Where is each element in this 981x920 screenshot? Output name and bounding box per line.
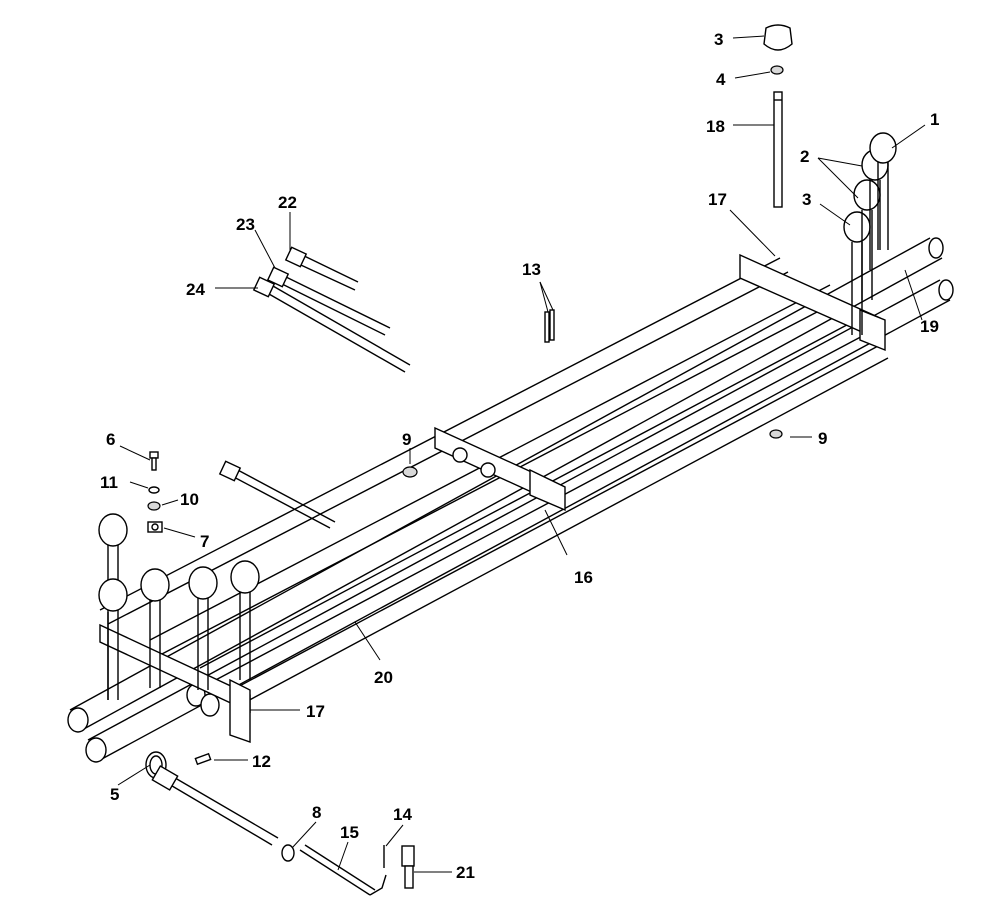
callout-18: 18 (706, 117, 725, 136)
callout-14: 14 (393, 805, 412, 824)
center-cross-bracket (434, 426, 566, 512)
callout-5: 5 (110, 785, 119, 804)
tube-ends (67, 237, 954, 763)
callout-15: 15 (340, 823, 359, 842)
rubber-cap-part (763, 24, 793, 51)
callout-17-top: 17 (708, 190, 727, 209)
callout-3-right: 3 (802, 190, 811, 209)
pin-part (194, 752, 212, 766)
callout-20: 20 (374, 668, 393, 687)
callout-8: 8 (312, 803, 321, 822)
callout-24: 24 (186, 280, 205, 299)
callout-22: 22 (278, 193, 297, 212)
nut-part (770, 65, 784, 75)
callout-7: 7 (200, 532, 209, 551)
callout-19: 19 (920, 317, 939, 336)
lock-washer-part (147, 501, 161, 511)
callout-17-bottom: 17 (306, 702, 325, 721)
callout-labels: 3 4 18 1 2 3 17 19 13 22 23 24 9 9 6 11 … (100, 30, 939, 882)
leader-lines (117, 35, 926, 873)
callout-23: 23 (236, 215, 255, 234)
washer-part (148, 486, 160, 494)
callout-11: 11 (100, 473, 118, 492)
front-posts (98, 513, 260, 700)
callout-2: 2 (800, 147, 809, 166)
callout-12: 12 (252, 752, 271, 771)
crank-arm-part (151, 765, 279, 846)
l-rod-part (299, 844, 387, 896)
callout-4: 4 (716, 70, 726, 89)
callout-9-center: 9 (402, 430, 411, 449)
callout-6: 6 (106, 430, 115, 449)
tie-rod-part (218, 460, 336, 529)
callout-13: 13 (522, 260, 541, 279)
callout-10: 10 (180, 490, 199, 509)
callout-16: 16 (574, 568, 593, 587)
arms-22-24-part (252, 246, 411, 373)
callout-1: 1 (930, 110, 939, 129)
long-pin-part (773, 91, 783, 208)
nut-9b-part (769, 429, 783, 439)
bolt-part (149, 451, 159, 471)
nut-9a-part (402, 466, 418, 478)
callout-9-right: 9 (818, 429, 827, 448)
callout-21: 21 (456, 863, 475, 882)
clevis-part (401, 845, 415, 889)
washer-8-part (281, 844, 295, 862)
rear-posts (843, 132, 897, 335)
front-cross-bracket (99, 623, 251, 743)
small-pins-part (544, 309, 555, 343)
clamp-part (147, 521, 163, 533)
rear-cross-bracket (739, 253, 886, 352)
callout-3-top: 3 (714, 30, 723, 49)
